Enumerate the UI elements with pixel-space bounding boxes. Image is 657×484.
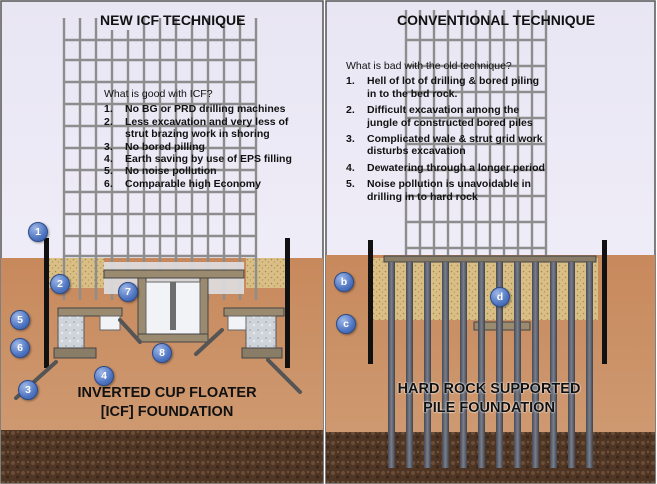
icf-shoring-right xyxy=(285,238,290,368)
marker-4: 4 xyxy=(94,366,114,386)
icf-benefits-question: What is good with ICF? xyxy=(104,88,213,100)
pile-drawback-item: 4.Dewatering through a longer period xyxy=(346,161,545,174)
pile-drawback-item: 1.Hell of lot of drilling & bored piling… xyxy=(346,75,540,100)
icf-benefit-item: 6.Comparable high Economy xyxy=(104,177,261,190)
icf-right-cup-hollow xyxy=(227,315,247,331)
pile-drawbacks-question: What is bad with the old technique? xyxy=(346,60,512,72)
marker-1: 1 xyxy=(28,222,48,242)
icf-benefit-item: 1.No BG or PRD drilling machines xyxy=(104,103,286,116)
pile-panel xyxy=(325,0,656,484)
icf-right-cup-eps xyxy=(245,315,277,349)
marker-b: b xyxy=(334,272,354,292)
pile-rock xyxy=(326,432,655,483)
icf-benefit-item: 5.No noise pollution xyxy=(104,165,217,178)
marker-2: 2 xyxy=(50,274,70,294)
marker-3: 3 xyxy=(18,380,38,400)
icf-left-cup-eps xyxy=(57,315,85,349)
icf-rock xyxy=(1,430,323,483)
icf-benefit-item: 3.No bored pilling xyxy=(104,140,205,153)
pile-drawback-item: 2.Difficult excavation among the jungle … xyxy=(346,104,533,129)
icf-sand-right xyxy=(246,258,290,288)
icf-left-cup-slab xyxy=(57,307,123,317)
icf-benefits-box: What is good with ICF? 1.No BG or PRD dr… xyxy=(104,88,298,190)
marker-5: 5 xyxy=(10,310,30,330)
marker-d: d xyxy=(490,287,510,307)
marker-8: 8 xyxy=(152,343,172,363)
icf-cup-top-slab xyxy=(103,269,245,279)
pile-panel-title: CONVENTIONAL TECHNIQUE xyxy=(397,12,596,28)
pile-shoring-right xyxy=(602,240,607,364)
pile-caption: HARD ROCK SUPPORTED PILE FOUNDATION xyxy=(397,381,581,416)
icf-cup-column xyxy=(170,282,176,330)
bored-piles xyxy=(388,262,593,468)
marker-6: 6 xyxy=(10,338,30,358)
icf-left-cup-hollow xyxy=(99,315,121,331)
marker-c: c xyxy=(336,314,356,334)
pile-cap-slab xyxy=(383,255,597,263)
icf-panel-title: NEW ICF TECHNIQUE xyxy=(100,12,246,28)
icf-cup-base xyxy=(137,333,209,343)
pile-rebar-cage xyxy=(404,10,548,256)
pile-drawbacks-box: What is bad with the old technique? 1.He… xyxy=(346,60,546,207)
pile-drawback-item: 3.Complicated wale & strut grid work dis… xyxy=(346,133,543,158)
icf-right-footing xyxy=(241,347,283,359)
icf-cup-wall-left xyxy=(137,277,147,335)
icf-caption: INVERTED CUP FLOATER [ICF] FOUNDATION xyxy=(77,385,257,420)
marker-7: 7 xyxy=(118,282,138,302)
icf-benefit-item: 4.Earth saving by use of EPS filling xyxy=(104,153,292,166)
icf-rebar-cage xyxy=(62,18,258,300)
icf-shoring-left xyxy=(44,238,49,368)
icf-cup-wall-right xyxy=(199,277,209,335)
icf-benefit-item: 2.Less excavation and very less of strut… xyxy=(104,115,289,141)
pile-drawback-item: 5.Noise pollution is unavoidable in dril… xyxy=(346,178,531,203)
icf-right-cup-slab xyxy=(223,307,285,317)
pile-shoring-left xyxy=(368,240,373,364)
icf-left-footing xyxy=(53,347,97,359)
